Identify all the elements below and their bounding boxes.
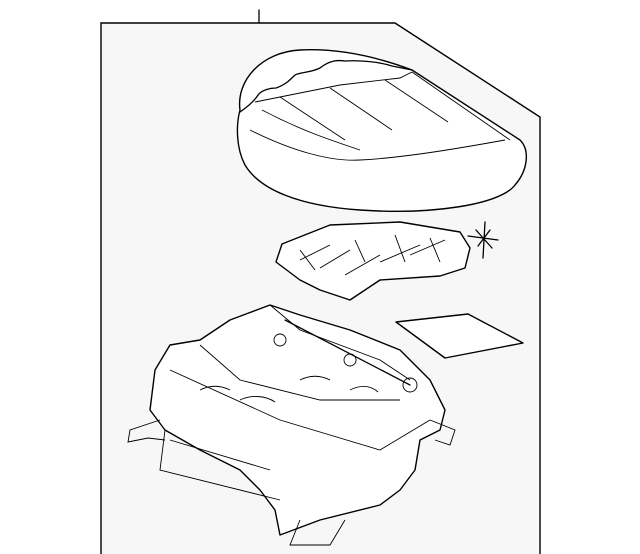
seat-pad-insert <box>395 313 524 359</box>
seat-frame-track-assembly <box>127 304 456 546</box>
seat-cushion-pad <box>236 49 527 212</box>
seat-heater-mat <box>275 221 499 301</box>
